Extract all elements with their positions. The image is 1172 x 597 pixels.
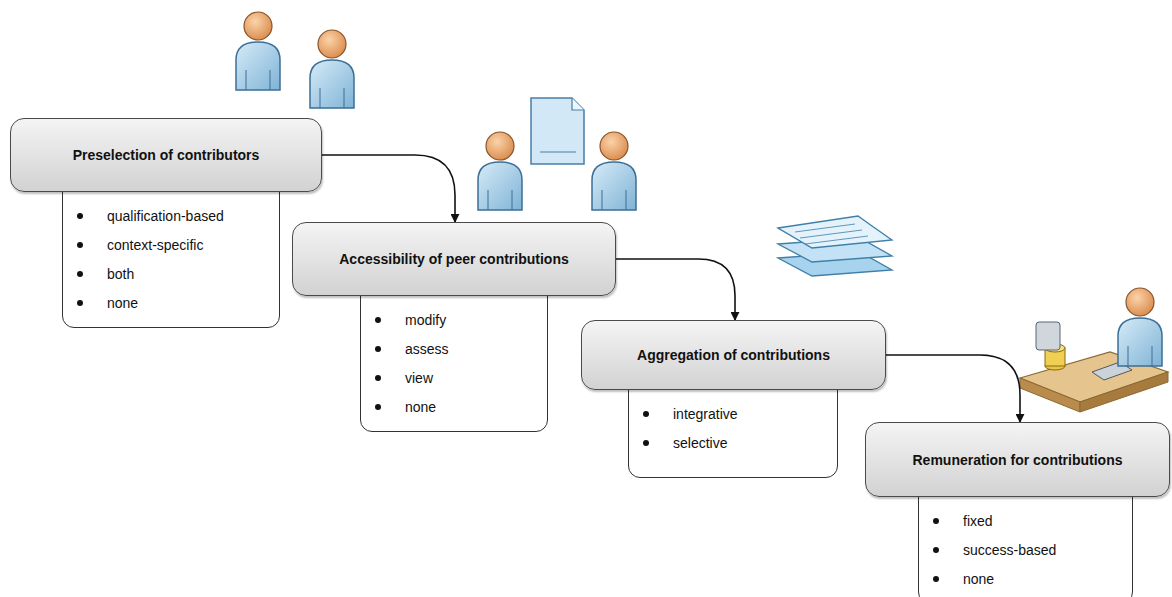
bullet [375, 404, 381, 410]
bullet [77, 271, 83, 277]
option-text: none [963, 571, 994, 587]
option-row: success-based [933, 535, 1122, 564]
stage-box: Accessibility of peer contributions [292, 222, 616, 296]
documents-stack-icon [778, 216, 892, 276]
option-row: none [933, 564, 1122, 593]
flow-arrow [322, 155, 455, 222]
options-list-box: qualification-based context-specific both n… [62, 186, 280, 328]
option-text: modify [405, 312, 446, 328]
option-row: none [77, 288, 269, 317]
bullet [375, 375, 381, 381]
option-row: modify [375, 305, 537, 334]
option-text: selective [673, 435, 727, 451]
stage-box: Preselection of contributors [10, 118, 322, 192]
bullet [77, 213, 83, 219]
option-text: integrative [673, 406, 738, 422]
bullet [643, 440, 649, 446]
bullet [933, 547, 939, 553]
bullet [77, 242, 83, 248]
option-text: context-specific [107, 237, 203, 253]
bullet [77, 300, 83, 306]
option-text: fixed [963, 513, 993, 529]
collaboration-icon [478, 98, 636, 210]
option-row: fixed [933, 506, 1122, 535]
stage-box: Aggregation of contributions [581, 320, 886, 390]
option-row: integrative [643, 399, 827, 428]
accountant-icon [1020, 288, 1168, 412]
flow-arrow [886, 355, 1020, 422]
option-text: assess [405, 341, 449, 357]
option-row: selective [643, 428, 827, 457]
bullet [933, 576, 939, 582]
options-list-box: fixed success-based none [918, 492, 1133, 597]
option-row: context-specific [77, 230, 269, 259]
options-list-box: integrative selective [628, 384, 838, 478]
stage-title: Preselection of contributors [73, 147, 260, 163]
option-text: qualification-based [107, 208, 224, 224]
stage-title: Aggregation of contributions [637, 347, 830, 363]
stage-title: Accessibility of peer contributions [339, 251, 569, 267]
option-row: view [375, 363, 537, 392]
option-text: success-based [963, 542, 1056, 558]
option-text: none [405, 399, 436, 415]
people-icon [236, 12, 354, 108]
flow-arrow [616, 259, 735, 320]
option-text: both [107, 266, 134, 282]
stage-box: Remuneration for contributions [865, 422, 1170, 497]
option-text: view [405, 370, 433, 386]
bullet [375, 317, 381, 323]
options-list-box: modify assess view none [360, 290, 548, 432]
stage-title: Remuneration for contributions [913, 452, 1123, 468]
bullet [375, 346, 381, 352]
bullet [933, 518, 939, 524]
option-row: qualification-based [77, 201, 269, 230]
option-text: none [107, 295, 138, 311]
bullet [643, 411, 649, 417]
option-row: assess [375, 334, 537, 363]
option-row: both [77, 259, 269, 288]
option-row: none [375, 392, 537, 421]
